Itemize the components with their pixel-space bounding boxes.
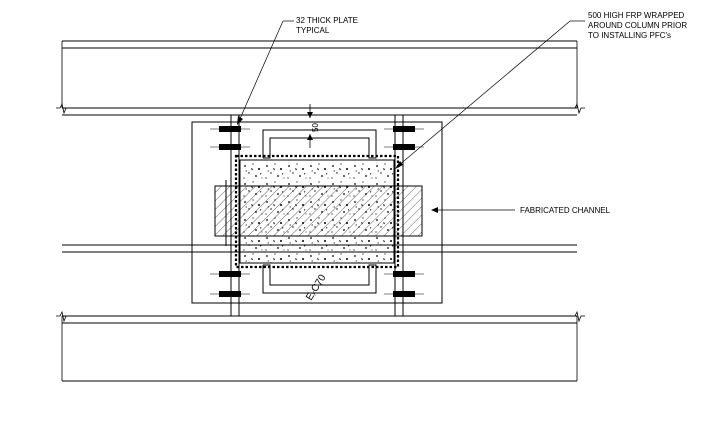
dimension-50-label: 50 <box>311 123 320 132</box>
weld-symbol: EₓC70 <box>304 272 329 302</box>
plate-leader <box>237 20 294 125</box>
lower-beam <box>56 244 585 382</box>
bottom-channel <box>262 264 377 294</box>
frp-note-line3: TO INSTALLING PFC's <box>588 31 671 40</box>
frp-note-line2: AROUND COLUMN PRIOR <box>588 21 687 30</box>
dimension-50: 50 <box>307 104 320 148</box>
top-channel <box>262 129 377 159</box>
plate-note-line2: TYPICAL <box>296 26 330 35</box>
channel-leader <box>431 207 515 213</box>
plate-note-line1: 32 THICK PLATE <box>296 16 358 25</box>
bolts <box>210 126 424 297</box>
outer-frame <box>191 121 443 304</box>
channel-note: FABRICATED CHANNEL <box>520 206 611 215</box>
upper-beam <box>56 40 585 116</box>
frp-note-line1: 500 HIGH FRP WRAPPED <box>588 11 685 20</box>
frp-leader <box>395 20 585 169</box>
frp-band <box>214 185 423 237</box>
